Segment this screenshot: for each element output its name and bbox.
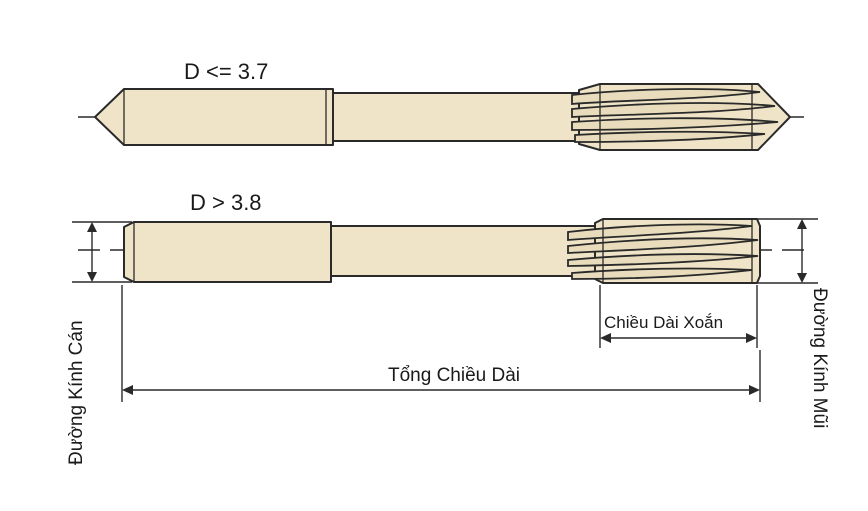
label-d-large: D > 3.8 bbox=[190, 190, 262, 215]
label-d-small: D <= 3.7 bbox=[184, 59, 268, 84]
label-shank-diameter: Đường Kính Cán bbox=[66, 320, 87, 465]
dim-shank-diameter: Đường Kính Cán bbox=[66, 221, 132, 465]
top-flutes bbox=[571, 88, 779, 143]
top-neck bbox=[332, 92, 580, 142]
label-overall-length: Tổng Chiều Dài bbox=[388, 365, 520, 386]
bottom-shank bbox=[123, 221, 332, 283]
reamer-bottom: D > 3.8 bbox=[78, 190, 808, 284]
dim-tip-diameter: Đường Kính Mũi bbox=[757, 218, 830, 428]
dim-overall-length: Tổng Chiều Dài bbox=[121, 285, 761, 402]
reamer-top: D <= 3.7 bbox=[78, 59, 808, 151]
label-tip-diameter: Đường Kính Mũi bbox=[809, 288, 830, 428]
dim-flute-length: Chiều Dài Xoắn bbox=[599, 285, 758, 348]
bottom-neck bbox=[330, 225, 596, 277]
label-flute-length: Chiều Dài Xoắn bbox=[604, 313, 723, 332]
top-shank bbox=[94, 88, 334, 146]
